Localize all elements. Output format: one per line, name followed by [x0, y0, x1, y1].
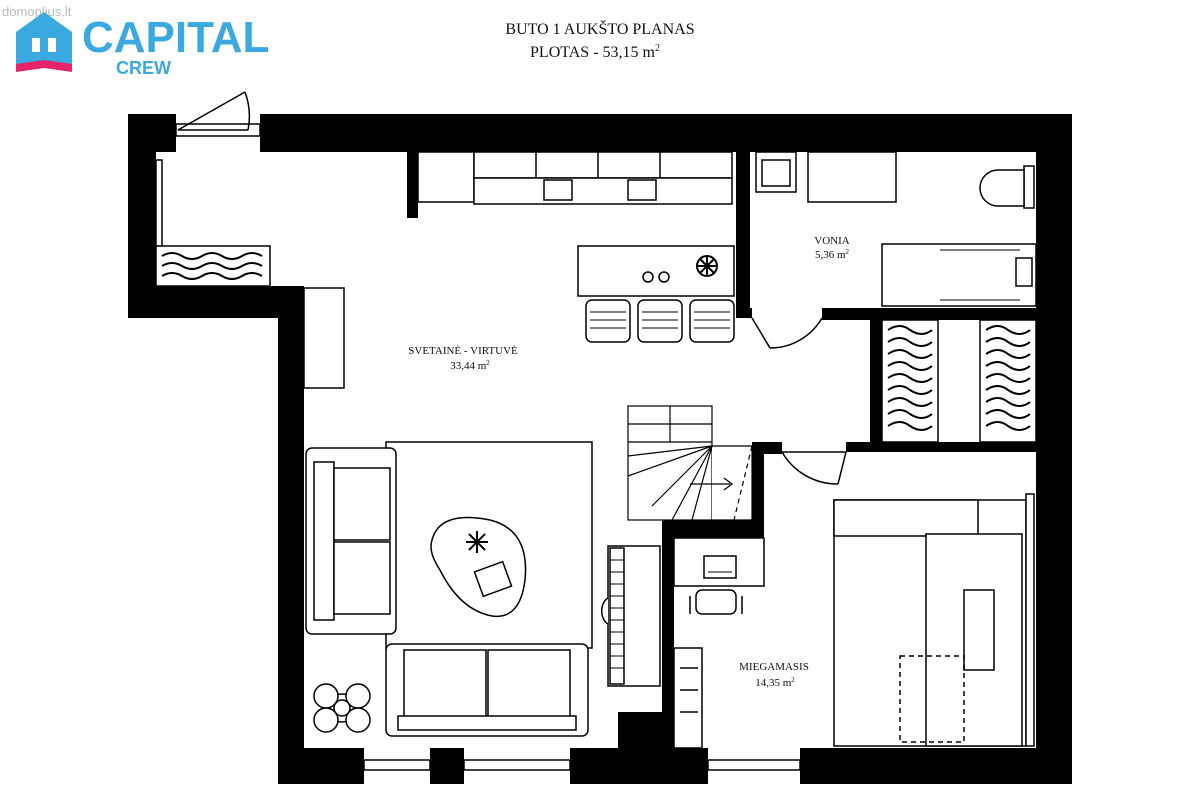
logo-sub: CREW [116, 58, 171, 78]
desk [673, 537, 765, 587]
chair-icon [689, 589, 743, 615]
room-living-area: 33,44 m2 [450, 359, 490, 372]
room-bath-name: VONIA [814, 235, 849, 247]
flower-icon [313, 683, 371, 733]
plan-area: PLOTAS - 53,15 m2 [530, 43, 660, 61]
kitchen-counter [417, 151, 733, 205]
coffee-table [430, 516, 527, 618]
bathroom-fixtures [755, 151, 1037, 307]
room-living-name: SVETAINĖ - VIRTUVĖ [408, 345, 518, 357]
staircase [627, 405, 753, 521]
shoes-icon [161, 252, 263, 280]
watermark: domoplius.lt [2, 4, 72, 19]
room-bedroom-name: MIEGAMASIS [739, 661, 809, 673]
plan-title: BUTO 1 AUKŠTO PLANAS [505, 19, 694, 38]
logo: CAPITAL CREW [16, 12, 269, 78]
toilet-icon [979, 165, 1035, 209]
table-plant-icon [466, 531, 488, 553]
room-bath-area: 5,36 m2 [815, 248, 850, 261]
bar-stools [585, 299, 735, 343]
walls [128, 114, 1072, 784]
bathroom-door[interactable] [751, 317, 823, 349]
hangers-icon [887, 325, 1031, 431]
logo-house-icon [16, 12, 72, 72]
bed [833, 493, 1035, 747]
wardrobe-entrance [155, 159, 271, 287]
cabinet-tall [303, 287, 345, 389]
piano [601, 545, 661, 687]
room-bedroom-area: 14,35 m2 [755, 676, 795, 689]
entrance-door[interactable] [177, 91, 251, 131]
sofa-bottom [385, 643, 589, 737]
plant-icon [696, 255, 718, 277]
logo-word: CAPITAL [82, 13, 269, 62]
bedroom-door[interactable] [781, 451, 847, 485]
sofa-left [305, 447, 397, 635]
bedroom-shelf [673, 647, 703, 749]
